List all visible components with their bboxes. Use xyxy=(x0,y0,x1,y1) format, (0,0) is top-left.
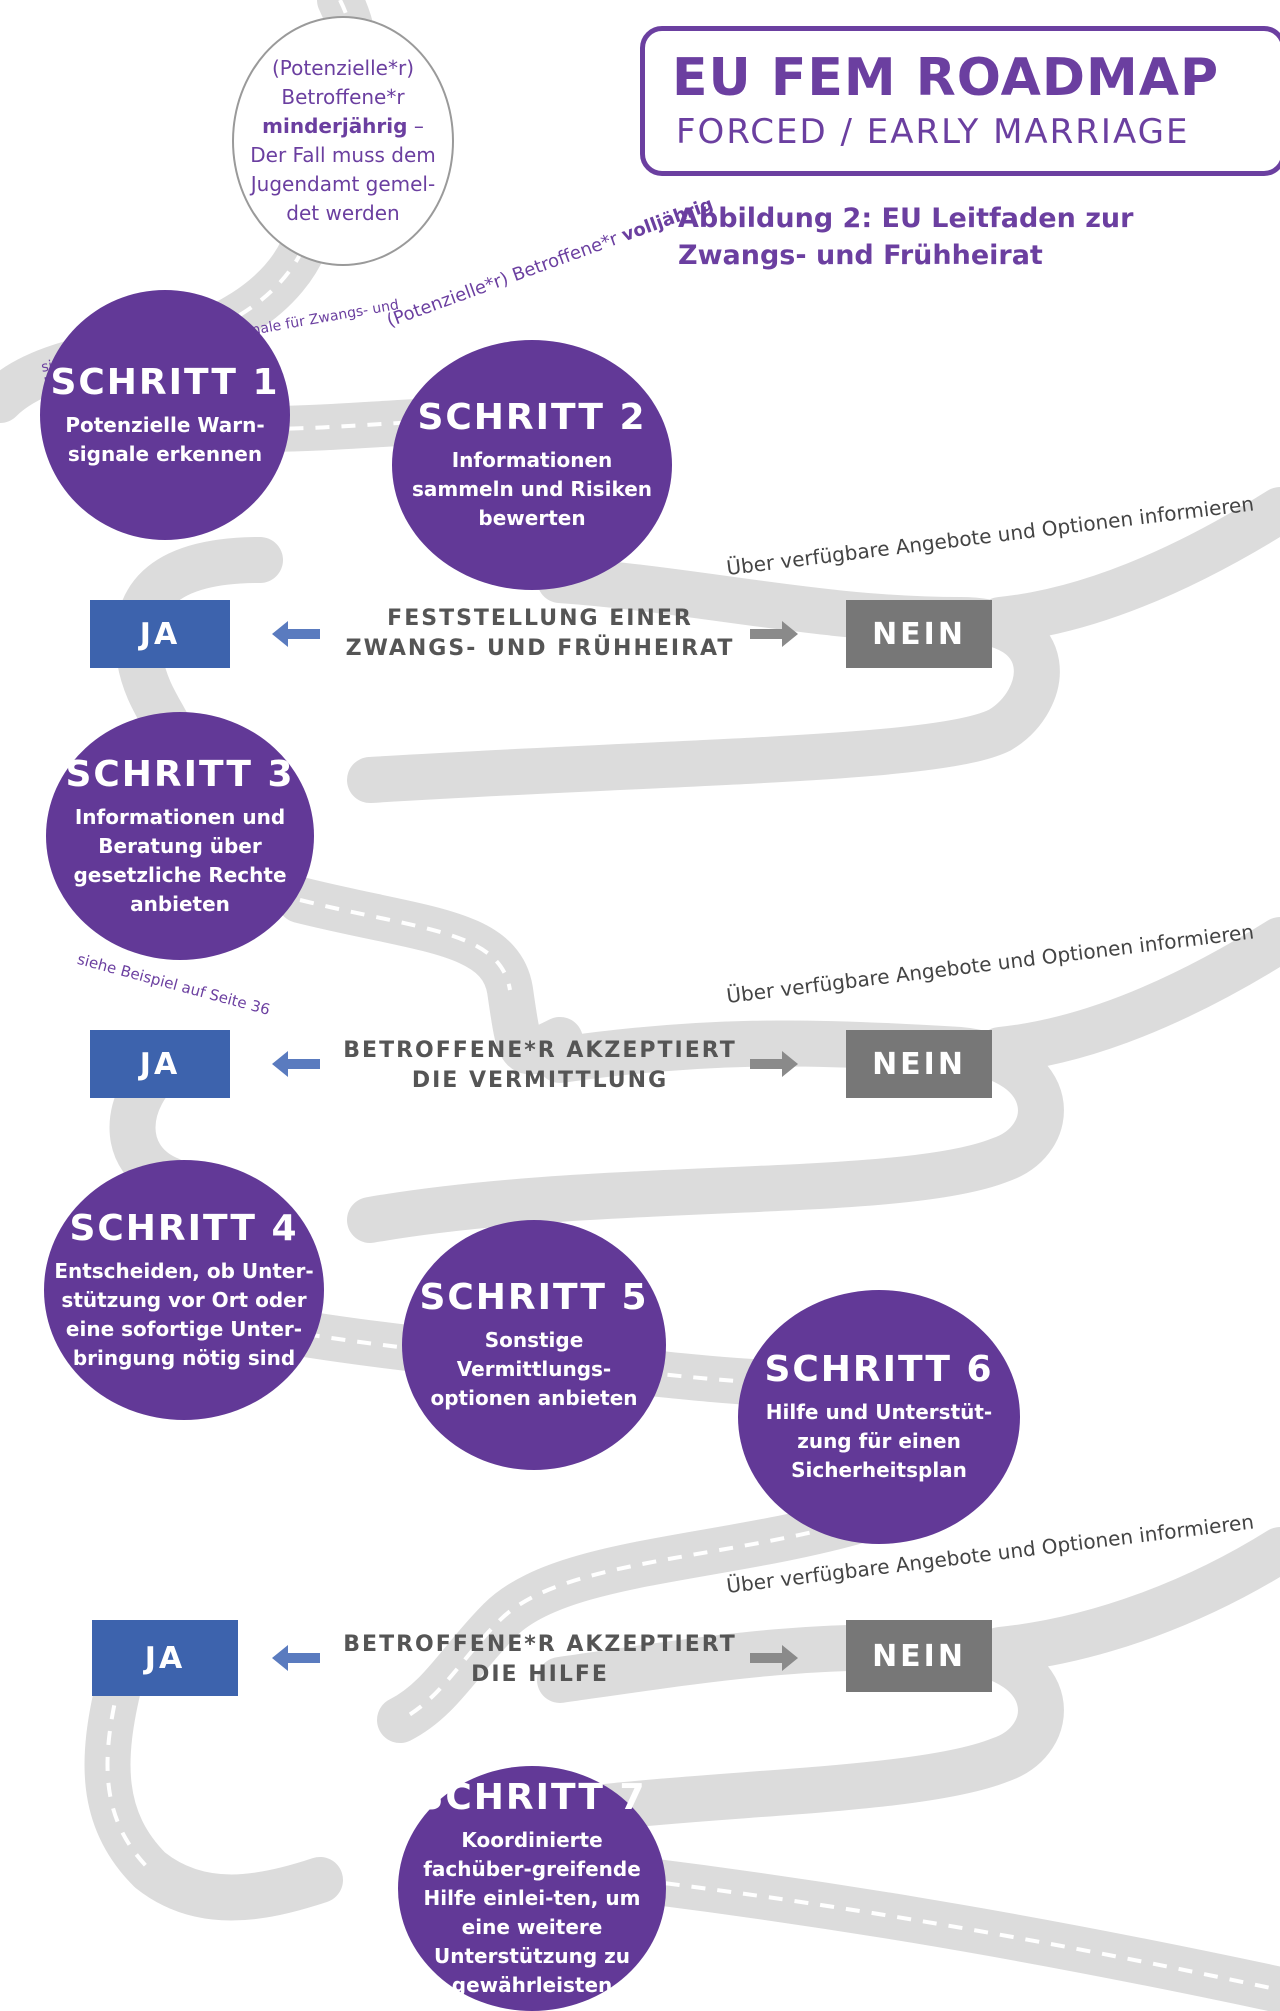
step-4-text: Entscheiden, ob Unter-stützung vor Ort o… xyxy=(54,1258,314,1370)
decision-1-line-1: FESTSTELLUNG EINER xyxy=(387,606,693,631)
decision-2-line-1: BETROFFENE*R AKZEPTIERT xyxy=(343,1038,737,1063)
arrow-right-icon xyxy=(750,1051,798,1077)
arrow-right-icon xyxy=(750,1645,798,1671)
arrow-right-icon xyxy=(750,621,798,647)
step-1-text: Potenzielle Warn-signale erkennen xyxy=(65,412,265,466)
minor-note-bubble: (Potenzielle*r) Betroffene*r minderjähri… xyxy=(232,16,454,266)
decision-1-no-flag: NEIN xyxy=(846,600,992,668)
title-main: EU FEM ROADMAP xyxy=(672,48,1220,108)
step-2-text: Informationen sammeln und Risiken bewert… xyxy=(411,448,653,530)
decision-3-yes-flag: JA xyxy=(92,1620,238,1696)
road-step3-out xyxy=(277,877,583,1075)
decision-3-text: BETROFFENE*R AKZEPTIERT DIE HILFE xyxy=(330,1630,750,1690)
figure-caption: Abbildung 2: EU Leitfaden zur Zwangs- un… xyxy=(678,203,1134,271)
step-5-text: Sonstige Vermittlungs-optionen anbieten xyxy=(430,1328,638,1410)
arrow-left-icon xyxy=(272,621,320,647)
note-line-3: minderjährig – xyxy=(262,112,424,141)
step-7-circle: SCHRITT 7 Koordinierte fachüber-greifend… xyxy=(398,1766,666,2011)
road-row2-far xyxy=(977,917,1280,1073)
step-3-title: SCHRITT 3 xyxy=(65,753,295,795)
decision-2-no-flag: NEIN xyxy=(846,1030,992,1098)
step-2-title: SCHRITT 2 xyxy=(417,397,647,438)
decision-2-line-2: DIE VERMITTLUNG xyxy=(411,1068,669,1093)
step-6-circle: SCHRITT 6 Hilfe und Unterstüt-zung für e… xyxy=(738,1290,1020,1544)
step-3-circle: SCHRITT 3 Informationen und Beratung übe… xyxy=(46,712,314,960)
road-row3 xyxy=(84,1657,343,1921)
arrow-left-icon xyxy=(272,1051,320,1077)
title-box xyxy=(640,26,1280,176)
step-5-title: SCHRITT 5 xyxy=(419,1277,649,1318)
note-bold: minderjährig xyxy=(262,114,408,138)
decision-2-text: BETROFFENE*R AKZEPTIERT DIE VERMITTLUNG xyxy=(330,1036,750,1096)
step-1-title: SCHRITT 1 xyxy=(50,361,280,403)
note-line-6: det werden xyxy=(286,201,400,225)
road-row3-far xyxy=(977,1527,1280,1673)
decision-2-yes-flag: JA xyxy=(90,1030,230,1098)
decision-1-yes-flag: JA xyxy=(90,600,230,668)
note-line-1: (Potenzielle*r) xyxy=(271,56,414,80)
step-4-circle: SCHRITT 4 Entscheiden, ob Unter-stützung… xyxy=(44,1160,324,1420)
road-row1-right xyxy=(347,557,1060,803)
decision-3-no-flag: NEIN xyxy=(846,1620,992,1692)
note-dash: – xyxy=(407,114,424,138)
step-6-title: SCHRITT 6 xyxy=(764,1349,994,1390)
step-7-title: SCHRITT 7 xyxy=(417,1777,647,1818)
decision-1-line-2: ZWANGS- UND FRÜHHEIRAT xyxy=(345,636,735,661)
title-sub: FORCED / EARLY MARRIAGE xyxy=(676,112,1190,152)
road-row1-far xyxy=(977,487,1280,643)
arrow-left-icon xyxy=(272,1645,320,1671)
decision-1-text: FESTSTELLUNG EINER ZWANGS- UND FRÜHHEIRA… xyxy=(330,604,750,664)
step-1-circle: SCHRITT 1 Potenzielle Warn-signale erken… xyxy=(40,290,290,540)
step-6-text: Hilfe und Unterstüt-zung für einen Siche… xyxy=(765,1400,993,1482)
step-3-text: Informationen und Beratung über gesetzli… xyxy=(73,804,287,916)
note-line-5: Jugendamt gemel- xyxy=(250,172,436,196)
step-5-circle: SCHRITT 5 Sonstige Vermittlungs-optionen… xyxy=(402,1220,666,1470)
step-7-text: Koordinierte fachüber-greifende Hilfe ei… xyxy=(423,1828,641,1997)
step-4-title: SCHRITT 4 xyxy=(69,1207,299,1249)
road-row2-right xyxy=(347,1020,1064,1243)
step-2-circle: SCHRITT 2 Informationen sammeln und Risi… xyxy=(392,340,672,590)
note-line-4: Der Fall muss dem xyxy=(250,143,436,167)
road-bottom xyxy=(617,1857,1280,2011)
note-line-2: Betroffene*r xyxy=(281,85,405,109)
decision-3-line-1: BETROFFENE*R AKZEPTIERT xyxy=(343,1632,737,1657)
decision-3-line-2: DIE HILFE xyxy=(471,1662,609,1687)
